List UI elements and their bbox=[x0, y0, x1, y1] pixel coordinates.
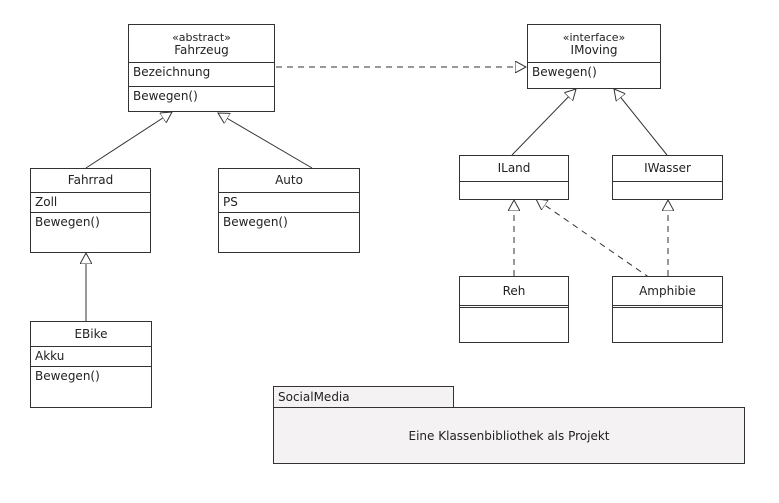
interface-iwasser-header: IWasser bbox=[613, 156, 722, 182]
class-ebike-operation: Bewegen() bbox=[35, 369, 100, 383]
interface-imoving[interactable]: «interface» IMoving Bewegen() bbox=[527, 24, 661, 89]
interface-imoving-operations: Bewegen() bbox=[528, 63, 660, 88]
class-fahrrad-header: Fahrrad bbox=[31, 169, 150, 193]
package-name: SocialMedia bbox=[278, 390, 350, 404]
class-reh-name: Reh bbox=[502, 283, 526, 298]
interface-iland-header: ILand bbox=[460, 156, 568, 182]
class-amphibie-header: Amphibie bbox=[613, 277, 722, 308]
interface-iland-name: ILand bbox=[497, 161, 531, 175]
class-reh[interactable]: Reh bbox=[459, 276, 569, 343]
interface-iwasser[interactable]: IWasser bbox=[612, 155, 723, 200]
class-auto-name: Auto bbox=[275, 173, 303, 187]
class-ebike-operations: Bewegen() bbox=[31, 367, 151, 407]
class-fahrzeug-attribute: Bezeichnung bbox=[133, 65, 211, 79]
interface-imoving-name: IMoving bbox=[570, 42, 618, 57]
class-auto-operations: Bewegen() bbox=[219, 213, 359, 252]
class-fahrrad[interactable]: Fahrrad Zoll Bewegen() bbox=[30, 168, 151, 253]
class-reh-header: Reh bbox=[460, 277, 568, 308]
class-fahrzeug-attributes: Bezeichnung bbox=[129, 63, 274, 87]
class-ebike-header: EBike bbox=[31, 322, 151, 347]
interface-imoving-header: «interface» IMoving bbox=[528, 25, 660, 63]
class-auto-attributes: PS bbox=[219, 193, 359, 213]
class-fahrzeug-stereotype: «abstract» bbox=[172, 30, 231, 44]
interface-imoving-operation: Bewegen() bbox=[532, 65, 597, 79]
generalization-iland-imoving bbox=[511, 89, 576, 156]
class-amphibie[interactable]: Amphibie bbox=[612, 276, 723, 343]
class-auto-attribute: PS bbox=[223, 195, 238, 209]
class-fahrrad-operations: Bewegen() bbox=[31, 213, 150, 252]
class-ebike[interactable]: EBike Akku Bewegen() bbox=[30, 321, 152, 408]
class-fahrrad-attributes: Zoll bbox=[31, 193, 150, 213]
class-amphibie-name: Amphibie bbox=[639, 283, 696, 298]
class-ebike-attribute: Akku bbox=[35, 349, 65, 363]
class-fahrrad-operation: Bewegen() bbox=[35, 215, 100, 229]
class-fahrzeug[interactable]: «abstract» Fahrzeug Bezeichnung Bewegen(… bbox=[128, 24, 275, 112]
class-ebike-name: EBike bbox=[74, 326, 108, 341]
class-fahrrad-attribute: Zoll bbox=[35, 195, 58, 209]
class-fahrzeug-operation: Bewegen() bbox=[133, 89, 198, 103]
generalization-fahrrad-fahrzeug bbox=[85, 112, 172, 169]
class-fahrrad-name: Fahrrad bbox=[67, 173, 114, 187]
generalization-auto-fahrzeug bbox=[218, 113, 313, 169]
generalization-iwasser-imoving bbox=[614, 89, 668, 156]
class-auto-operation: Bewegen() bbox=[223, 215, 288, 229]
package-description: Eine Klassenbibliothek als Projekt bbox=[408, 428, 610, 443]
class-auto[interactable]: Auto PS Bewegen() bbox=[218, 168, 360, 253]
interface-iland[interactable]: ILand bbox=[459, 155, 569, 200]
interface-imoving-stereotype: «interface» bbox=[562, 30, 626, 44]
class-fahrzeug-header: «abstract» Fahrzeug bbox=[129, 25, 274, 63]
package-body[interactable]: Eine Klassenbibliothek als Projekt bbox=[273, 407, 745, 464]
class-fahrzeug-name: Fahrzeug bbox=[174, 42, 229, 57]
realization-amphibie-iland bbox=[536, 199, 651, 279]
class-auto-header: Auto bbox=[219, 169, 359, 193]
package-tab[interactable]: SocialMedia bbox=[273, 386, 454, 408]
class-ebike-attributes: Akku bbox=[31, 347, 151, 367]
interface-iwasser-name: IWasser bbox=[644, 161, 691, 175]
class-fahrzeug-operations: Bewegen() bbox=[129, 87, 274, 111]
